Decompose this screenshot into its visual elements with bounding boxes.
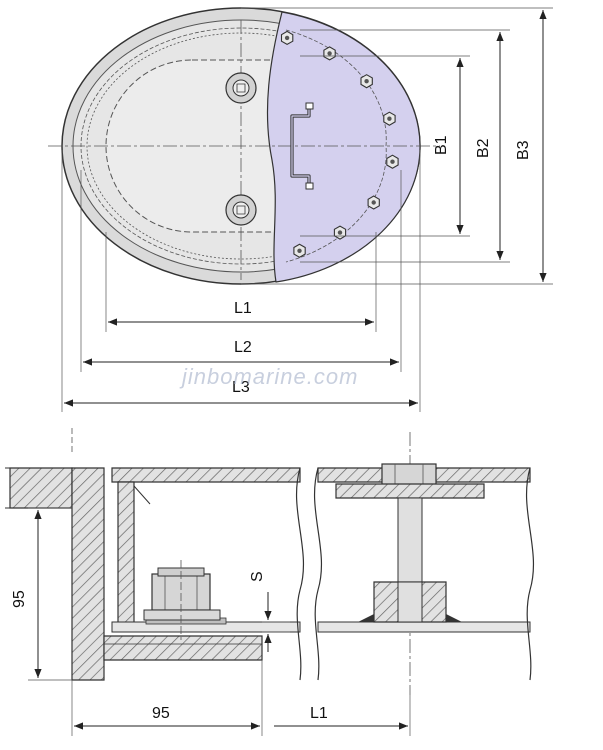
- hex-bolt-center: [371, 200, 376, 205]
- dim-label-l3: L3: [232, 379, 250, 396]
- hex-bolt-center: [364, 79, 369, 84]
- dim-label-b2: B2: [475, 138, 492, 158]
- bolt-ring: [280, 30, 399, 258]
- plan-view: L1 L2 L3 jinbomarine.com B1 B2 B3: [48, 7, 553, 412]
- hex-bolt-center: [327, 51, 332, 56]
- central-bolt-assembly: [335, 463, 485, 623]
- hex-bolt-center: [390, 159, 395, 164]
- deck-plate: [9, 467, 73, 509]
- dim-label-l1: L1: [234, 300, 252, 317]
- cover-top-plate-left: [111, 467, 301, 483]
- coaming-flange: [103, 635, 263, 661]
- dim-label-95-horizontal: 95: [152, 705, 170, 722]
- cover-bottom-plate-right: [317, 621, 531, 633]
- dim-label-b1: B1: [433, 135, 450, 155]
- cover-bottom-plate-left: [111, 621, 301, 633]
- dim-label-b3: B3: [515, 140, 532, 160]
- dim-label-l1-section: L1: [310, 705, 328, 722]
- section-view: 95 95 S L1: [5, 428, 534, 736]
- eye-bolt-icon: [225, 72, 257, 104]
- dim-label-95-vertical: 95: [11, 590, 28, 608]
- watermark-text: jinbomarine.com: [179, 364, 358, 389]
- dim-label-s: S: [249, 571, 266, 582]
- hex-bolt-center: [387, 116, 392, 121]
- hex-bolt-center: [297, 248, 302, 253]
- break-line: [314, 467, 322, 681]
- dim-label-l2: L2: [234, 339, 252, 356]
- hex-bolt-center: [284, 35, 290, 41]
- break-line: [296, 467, 304, 681]
- cutaway-section: [266, 11, 421, 283]
- eye-bolt-icon: [225, 194, 257, 226]
- break-line: [526, 467, 534, 681]
- coaming-wall: [71, 467, 105, 681]
- cutaway-inner-arc: [285, 29, 387, 263]
- hex-nut-icon: [143, 560, 221, 640]
- cover-skirt: [117, 481, 135, 625]
- hex-bolt-center: [337, 230, 343, 235]
